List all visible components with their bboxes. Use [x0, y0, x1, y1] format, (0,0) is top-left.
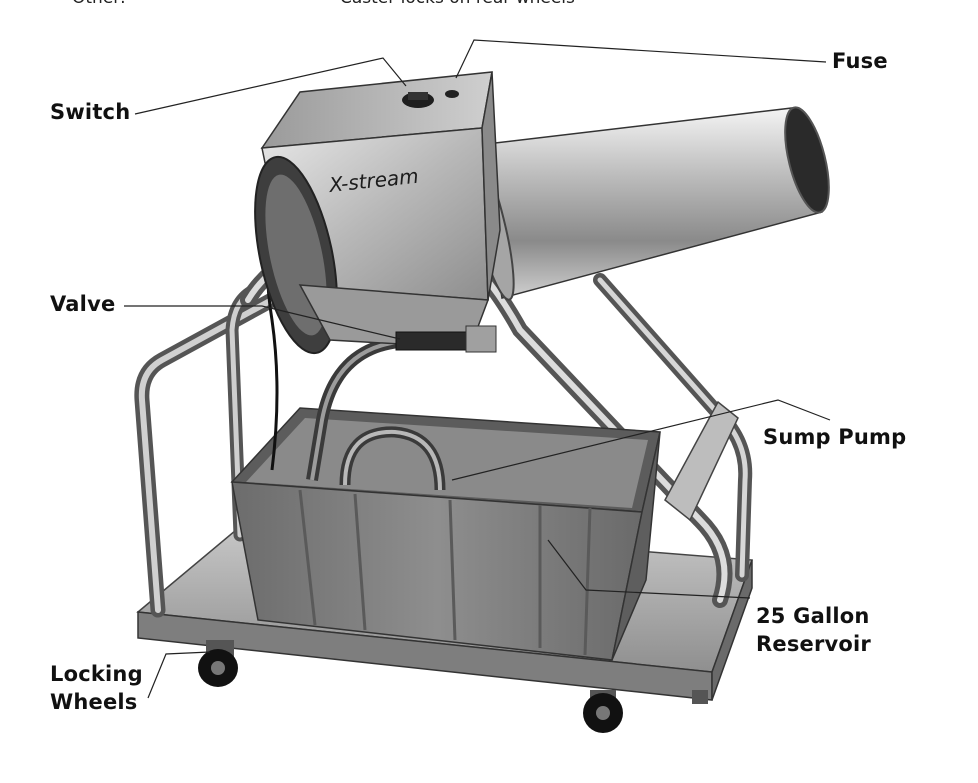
label-sump-pump: Sump Pump	[763, 425, 907, 449]
top-caption-right: Caster locks on rear wheels	[340, 0, 575, 8]
leader-reservoir	[547, 539, 751, 599]
top-caption-left: Other:	[72, 0, 126, 8]
cone-nozzle	[465, 106, 830, 301]
leader-switch	[134, 57, 407, 115]
blower-housing: X-stream	[254, 71, 501, 355]
valve-fitting	[395, 325, 497, 353]
caster-wheels	[198, 640, 708, 733]
reservoir-bin	[230, 407, 661, 661]
label-reservoir-line2: Reservoir	[756, 632, 871, 656]
label-reservoir-line1: 25 Gallon	[756, 604, 870, 628]
leader-fuse	[455, 39, 827, 79]
label-valve: Valve	[50, 292, 116, 316]
leader-valve	[124, 305, 401, 340]
label-wheels-line1: Locking	[50, 662, 143, 686]
leader-sump-pump	[451, 399, 831, 481]
label-wheels-line2: Wheels	[50, 690, 138, 714]
leader-lines	[124, 39, 831, 699]
label-fuse: Fuse	[832, 49, 888, 73]
label-switch: Switch	[50, 100, 131, 124]
leader-wheels	[147, 651, 211, 699]
